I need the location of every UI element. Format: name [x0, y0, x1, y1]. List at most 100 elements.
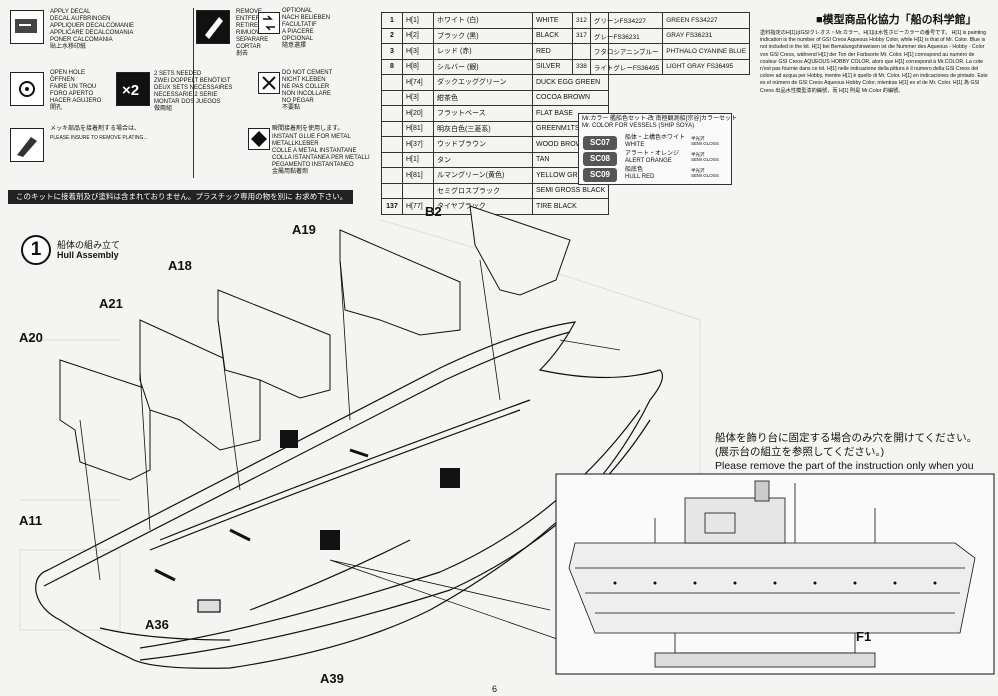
- svg-text:×2: ×2: [122, 82, 139, 99]
- hull-assembly-diagram: [19, 205, 701, 669]
- paint-code: H[3]: [402, 89, 434, 106]
- legend-scraper-en: PLEASE INSURE TO REMOVE PLATING...: [50, 135, 148, 141]
- paint-num: [381, 151, 403, 168]
- paint-code: H[2]: [402, 27, 434, 44]
- paint-en: TIRE BLACK: [531, 198, 610, 215]
- legend-remove-text: REMOVE ENTFERNEN RETIRER RIMUOVERE SEPAR…: [236, 9, 273, 57]
- paint-num: 317: [572, 27, 591, 44]
- part-label-a36: A36: [145, 617, 169, 632]
- legend-decal-text: APPLY DECAL DECAL AUFBRINGEN APPLIQUER D…: [50, 9, 135, 50]
- part-label-a18: A18: [168, 258, 192, 273]
- paint-num: [381, 89, 403, 106]
- legend-x2-text: 2 SETS NEEDED ZWEI DOPPELT BENÖTIGT DEUX…: [154, 71, 233, 112]
- paint-jp: ウッドブラウン: [433, 136, 533, 153]
- paint-jp: ホワイト (白): [433, 12, 533, 29]
- no-glue-icon: [258, 72, 280, 94]
- paint-code: H[8]: [402, 58, 434, 75]
- sc07-name: 船体・上構色ホワイト WHITE: [625, 135, 686, 148]
- legend-row-x2: ×2 2 SETS NEEDED ZWEI DOPPELT BENÖTIGT D…: [116, 70, 232, 112]
- paint-en: COCOA BROWN: [531, 89, 610, 106]
- paint-jp: ルマングリーン(黄色): [433, 167, 533, 184]
- sc09-gloss: 半光沢 SEMI GLOSS: [691, 168, 719, 178]
- legend-divider: [193, 8, 194, 178]
- notice-bar: このキットに接着剤及び塗料は含まれておりません。プラスチック専用の物を別に お求…: [8, 190, 353, 204]
- sc08-name: アラート・オレンジ ALERT ORANGE: [625, 151, 680, 164]
- mr-color-box: Mr.カラー 艦船色セット-改 南極観測船[宗谷]カラーセット Mr. COLO…: [578, 113, 737, 185]
- page-number: 6: [492, 684, 498, 694]
- paint-num: 8: [381, 58, 403, 75]
- paint-en: PHTHALO CYANINE BLUE: [662, 43, 750, 60]
- legend-row-remove: REMOVE ENTFERNEN RETIRER RIMUOVERE SEPAR…: [194, 8, 366, 57]
- part-a20-shape: [59, 359, 151, 481]
- paint-num: [381, 167, 403, 184]
- decal-icon: [10, 10, 44, 44]
- paint-num: [381, 105, 403, 122]
- paint-jp: グレーFS36231: [589, 27, 664, 44]
- part-label-a21: A21: [99, 296, 123, 311]
- sc09-name: 船底色 HULL RED: [625, 167, 655, 180]
- step-title-en: Hull Assembly: [57, 250, 119, 260]
- paint-num: 338: [572, 58, 591, 75]
- mr-color-header: Mr.カラー 艦船色セット-改 南極観測船[宗谷]カラーセット Mr. COLO…: [582, 116, 737, 129]
- part-label-a20: A20: [19, 330, 43, 345]
- paint-num: 1: [381, 12, 403, 29]
- part-a19-shape: [339, 229, 461, 336]
- bulkhead-parts: [59, 205, 571, 481]
- paint-jp: 紺茶色: [433, 89, 533, 106]
- paint-jp: タン: [433, 151, 533, 168]
- paint-num: [572, 43, 591, 60]
- x2-icon: ×2: [116, 72, 150, 106]
- legend-optional-text: OPTIONAL NACH BELIEBEN FACULTATIF A PIAC…: [282, 8, 331, 49]
- remove-icon: [280, 430, 298, 448]
- paint-jp: フタロシアニンブルー: [589, 43, 664, 60]
- paint-num: 2: [381, 27, 403, 44]
- paint-jp: グリーンFS34227: [589, 12, 664, 29]
- paint-code: H[81]: [402, 120, 434, 137]
- legend-row-decal: APPLY DECAL DECAL AUFBRINGEN APPLIQUER D…: [8, 8, 366, 50]
- paint-en: GRAY FS36231: [662, 27, 750, 44]
- sc07-gloss: 半光沢 SEMI GLOSS: [691, 136, 719, 146]
- legend-glue-en: INSTANT GLUE FOR METAL METALLKLEBER COLL…: [272, 134, 370, 175]
- paint-jp: ライトグレーFS36495: [589, 58, 664, 75]
- paint-num: 312: [572, 12, 591, 29]
- paint-jp: レッド (赤): [433, 43, 533, 60]
- remove-icon: [320, 530, 340, 550]
- part-a21-shape: [139, 319, 261, 451]
- step-number-badge: 1: [21, 235, 51, 265]
- paint-code: H[1]: [402, 12, 434, 29]
- legend-row-no-glue: DO NOT CEMENT NICHT KLEBEN NE PAS COLLER…: [258, 70, 366, 111]
- part-label-a19: A19: [292, 222, 316, 237]
- step-title-jp: 船体の組み立て: [57, 240, 121, 250]
- legend-row-open-hole: OPEN HOLE ÖFFNEN FAIRE UN TROU FORO APER…: [8, 70, 366, 111]
- paint-code: H[20]: [402, 105, 434, 122]
- paint-en: SEMI GROSS BLACK: [531, 182, 610, 199]
- paint-code: H[3]: [402, 43, 434, 60]
- part-label-a39: A39: [320, 671, 344, 686]
- stand-instructions-jp: 船体を飾り台に固定する場合のみ穴を開けてください。 (展示台の組立を参照してくだ…: [715, 432, 978, 458]
- paint-num: [381, 136, 403, 153]
- optional-icon: [258, 12, 280, 34]
- paint-en: GREEN FS34227: [662, 12, 750, 29]
- paint-jp: フラットベース: [433, 105, 533, 122]
- legend-row-optional: OPTIONAL NACH BELIEBEN FACULTATIF A PIAC…: [258, 8, 366, 49]
- legend-open-hole-text: OPEN HOLE ÖFFNEN FAIRE UN TROU FORO APER…: [50, 70, 102, 111]
- paint-jp: シルバー (銀): [433, 58, 533, 75]
- paint-row: H[81]ルマングリーン(黄色)YELLOW GREEN: [381, 167, 610, 184]
- part-label-b2: B2: [425, 204, 442, 219]
- credit-text: 塗料指定のH[1]はGSIクレオス・Mr.カラー、H[1]は水性ホビーカラーの番…: [760, 30, 988, 94]
- paint-en: DUCK EGG GREEN: [531, 74, 610, 91]
- paint-jp: セミグロスブラック: [433, 182, 533, 199]
- sc07-badge: SC07: [583, 136, 617, 150]
